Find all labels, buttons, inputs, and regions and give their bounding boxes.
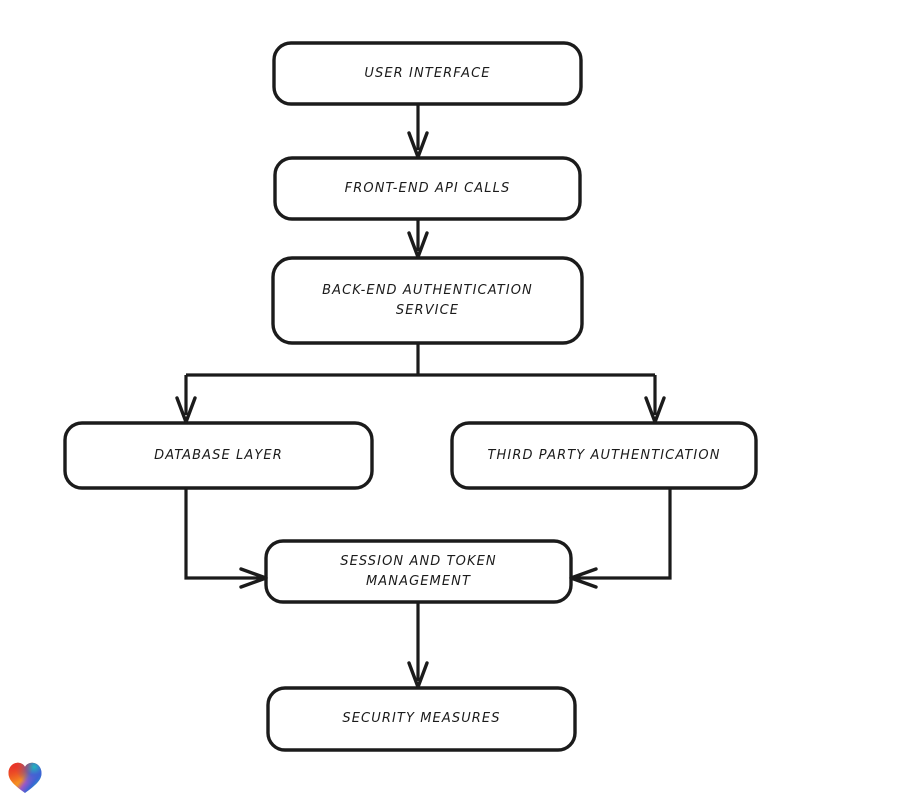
edge-database-layer-to-session-and-token-management: [184, 488, 262, 580]
arrowhead-third-party-authentication: [644, 396, 666, 424]
arrowhead-front-end-api-calls: [407, 131, 429, 159]
heart-logo-icon: [8, 762, 42, 793]
arrowhead-session-right: [569, 567, 598, 589]
edge-third-party-authentication-to-session-and-token-management: [575, 488, 672, 580]
node-session-and-token-management[interactable]: [264, 539, 573, 604]
node-front-end-api-calls[interactable]: [273, 156, 582, 221]
arrowhead-session-left: [239, 567, 268, 589]
node-database-layer[interactable]: [63, 421, 374, 490]
node-third-party-authentication[interactable]: [450, 421, 758, 490]
arrowhead-security-measures: [407, 661, 429, 689]
node-user-interface[interactable]: [272, 41, 583, 106]
node-back-end-authentication-service[interactable]: [271, 256, 584, 345]
arrowhead-back-end-authentication-service: [407, 231, 429, 259]
node-security-measures[interactable]: [266, 686, 577, 752]
arrowhead-database-layer: [175, 396, 197, 424]
